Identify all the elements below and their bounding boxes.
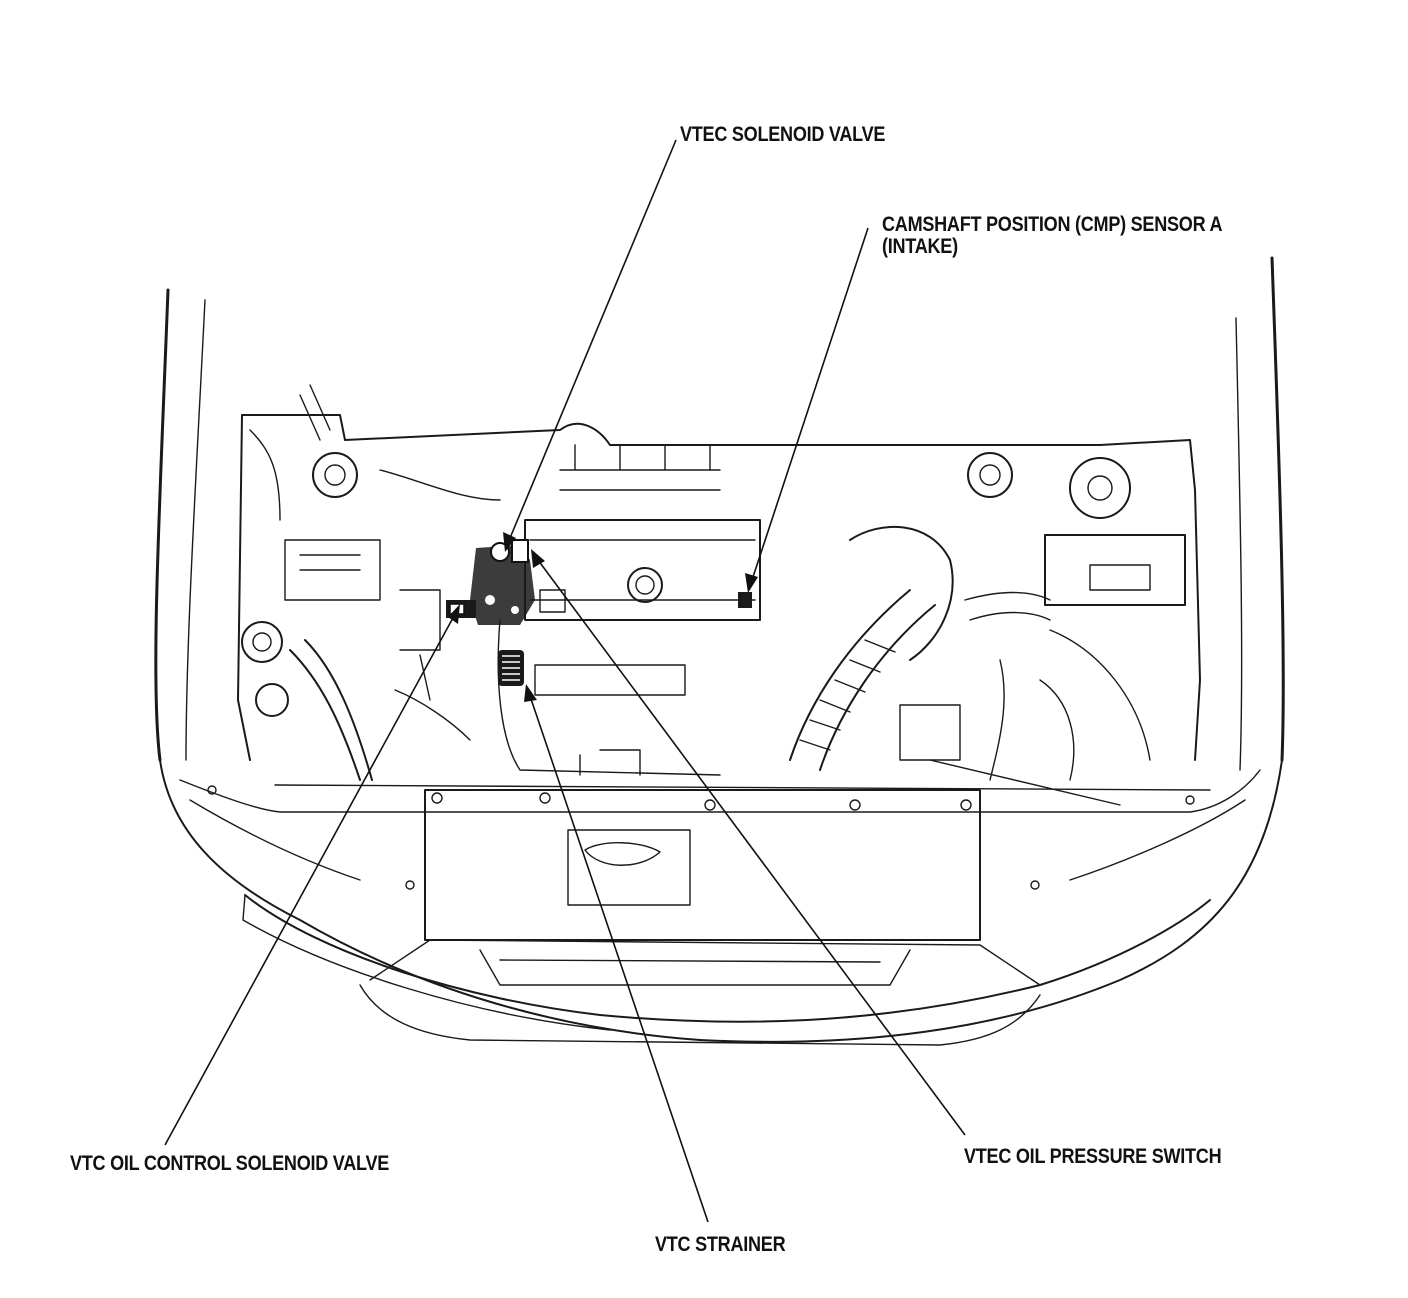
hood-outline [154, 256, 1285, 771]
radiator-support [207, 784, 1211, 941]
right-side-components [789, 452, 1186, 806]
label-cmp-sensor-a-line2: (INTAKE) [882, 235, 958, 258]
front-bumper [159, 759, 1283, 1046]
label-cmp-sensor-a-line1: CAMSHAFT POSITION (CMP) SENSOR A [882, 213, 1223, 236]
left-strut-tower [241, 429, 501, 781]
label-vtc-strainer: VTC STRAINER [655, 1233, 786, 1256]
vtc-strainer-part [498, 650, 524, 686]
vtec-solenoid-valve-part [470, 539, 535, 625]
label-vtec-solenoid-valve: VTEC SOLENOID VALVE [680, 123, 886, 146]
label-vtec-oil-pressure-switch: VTEC OIL PRESSURE SWITCH [964, 1145, 1222, 1168]
cmp-sensor-part [738, 592, 752, 608]
engine-head-cover [497, 444, 761, 776]
engine-bay-outline [237, 384, 1201, 761]
label-vtc-oil-control-solenoid-valve: VTC OIL CONTROL SOLENOID VALVE [70, 1152, 390, 1175]
leader-lines [164, 139, 966, 1223]
